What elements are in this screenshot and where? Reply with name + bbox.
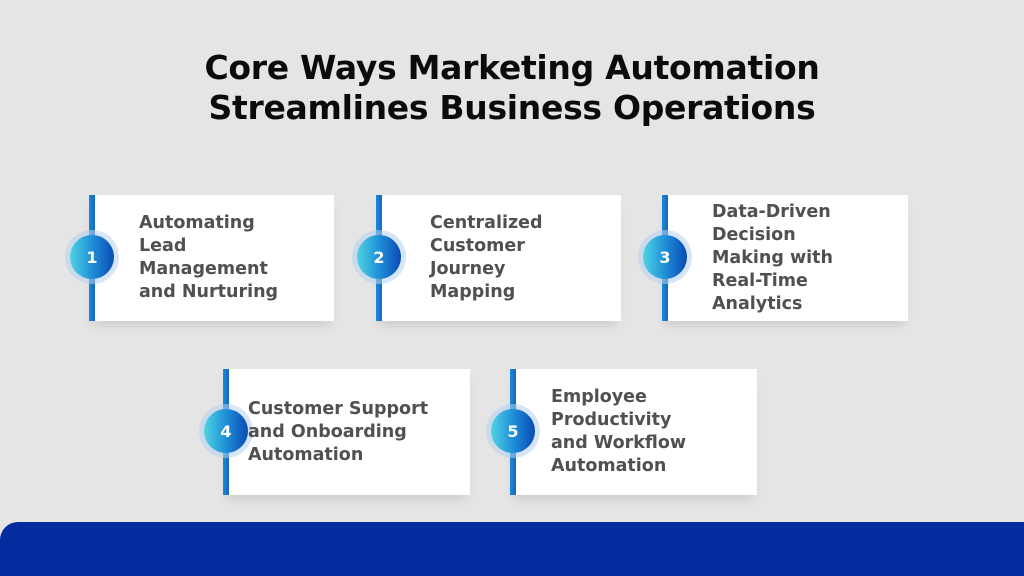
page-title: Core Ways Marketing Automation Streamlin… — [0, 48, 1024, 128]
item-label: Customer Support and Onboarding Automati… — [248, 398, 429, 465]
item-label: Data-Driven Decision Making with Real-Ti… — [712, 201, 833, 314]
number-badge: 5 — [491, 409, 535, 453]
item-label: Centralized Customer Journey Mapping — [430, 213, 543, 302]
item-card-1: 1 Automating Lead Management and Nurturi… — [65, 195, 334, 321]
item-label: Employee Productivity and Workflow Autom… — [551, 387, 687, 476]
item-card-3: 3 Data-Driven Decision Making with Real-… — [638, 195, 908, 321]
item-card-2: 2 Centralized Customer Journey Mapping — [352, 195, 621, 321]
title-line-1: Core Ways Marketing Automation — [204, 48, 820, 87]
number-badge: 1 — [70, 235, 114, 279]
number-badge: 4 — [204, 409, 248, 453]
footer-bar — [0, 522, 1024, 576]
item-label: Automating Lead Management and Nurturing — [139, 213, 279, 302]
title-line-2: Streamlines Business Operations — [208, 88, 816, 127]
number-badge: 3 — [643, 235, 687, 279]
number-badge: 2 — [357, 235, 401, 279]
item-card-4: 4 Customer Support and Onboarding Automa… — [199, 369, 470, 495]
item-card-5: 5 Employee Productivity and Workflow Aut… — [486, 369, 757, 495]
